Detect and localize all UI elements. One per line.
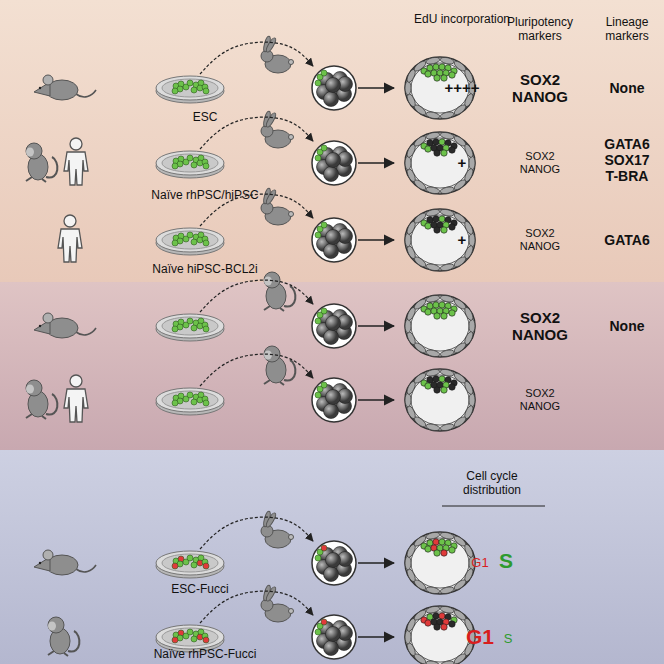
- blastocyst: [405, 531, 475, 595]
- panel-text: ESC-Fucci: [171, 583, 228, 597]
- injection-arrow: [200, 354, 313, 386]
- blastocyst: [405, 208, 475, 272]
- development-arrow: [358, 163, 394, 164]
- mouse-icon: [34, 550, 96, 575]
- rabbit-icon: [261, 36, 294, 73]
- embryo: [312, 378, 356, 422]
- injection-arrow: [200, 591, 313, 623]
- panel-text: GATA6 SOX17 T-BRA: [598, 136, 656, 184]
- development-arrow: [358, 637, 394, 638]
- panel-text: +: [458, 231, 467, 248]
- blastocyst: [405, 131, 475, 195]
- embryo: [312, 615, 356, 659]
- panel-text: ESC: [193, 111, 218, 125]
- panel-text: SOX2 NANOG: [507, 71, 573, 106]
- blastocyst: [405, 605, 475, 664]
- embryo: [312, 304, 356, 348]
- blastocyst: [405, 294, 475, 358]
- monkey-icon: [264, 346, 295, 385]
- human-icon: [64, 375, 88, 422]
- culture-dish: [156, 76, 224, 103]
- panel-text: Naïve rhPSC/hiPSC: [151, 189, 258, 203]
- culture-dish: [156, 314, 224, 341]
- embryo: [312, 218, 356, 262]
- panel-text: SOX2 NANOG: [516, 227, 564, 252]
- culture-dish: [156, 551, 224, 578]
- development-arrow: [358, 563, 394, 564]
- embryo: [312, 541, 356, 585]
- blastocyst: [405, 368, 475, 432]
- panel-text: G1: [466, 625, 494, 649]
- mouse-icon: [34, 75, 96, 100]
- embryo: [312, 141, 356, 185]
- monkey-icon: [26, 380, 57, 419]
- development-arrow: [358, 88, 394, 89]
- development-arrow: [358, 400, 394, 401]
- panel-text: SOX2 NANOG: [507, 309, 573, 344]
- panel-text: None: [610, 318, 645, 334]
- injection-arrow: [200, 194, 313, 226]
- culture-dish: [156, 388, 224, 415]
- panel-text: SOX2 NANOG: [516, 387, 564, 412]
- panel-text: S: [499, 549, 513, 573]
- culture-dish: [156, 151, 224, 178]
- panel-text: G1: [471, 556, 488, 571]
- rabbit-icon: [261, 188, 294, 225]
- rabbit-icon: [261, 111, 294, 148]
- panel-text: EdU incorporation: [414, 13, 510, 27]
- rabbit-icon: [261, 511, 294, 548]
- panel-text: SOX2 NANOG: [516, 150, 564, 175]
- development-arrow: [358, 326, 394, 327]
- embryo: [312, 66, 356, 110]
- development-arrow: [358, 240, 394, 241]
- human-icon: [58, 215, 82, 262]
- mouse-icon: [34, 313, 96, 338]
- injection-arrow: [200, 280, 313, 312]
- human-icon: [64, 138, 88, 185]
- panel-text: Naïve hiPSC-BCL2i: [152, 263, 257, 277]
- rabbit-icon: [261, 585, 294, 622]
- panel-text: GATA6: [604, 232, 649, 248]
- header-underline: [442, 506, 545, 507]
- monkey-icon: [26, 143, 57, 182]
- panel-text: Pluripotency markers: [499, 16, 581, 44]
- injection-arrow: [200, 117, 313, 149]
- culture-dish: [156, 228, 224, 255]
- injection-arrow: [200, 517, 313, 549]
- monkey-icon: [48, 617, 79, 656]
- panel-text: None: [610, 80, 645, 96]
- panel-text: Cell cycle distribution: [454, 470, 530, 498]
- panel-text: +: [458, 154, 467, 171]
- panel-text: Lineage markers: [598, 16, 656, 44]
- blastocyst: [405, 56, 475, 120]
- monkey-icon: [264, 272, 295, 311]
- panel-text: S: [504, 632, 513, 647]
- injection-arrow: [200, 42, 313, 74]
- culture-dish: [156, 625, 224, 652]
- panel-text: ++++: [444, 79, 479, 96]
- panel-text: Naïve rhPSC-Fucci: [154, 648, 257, 662]
